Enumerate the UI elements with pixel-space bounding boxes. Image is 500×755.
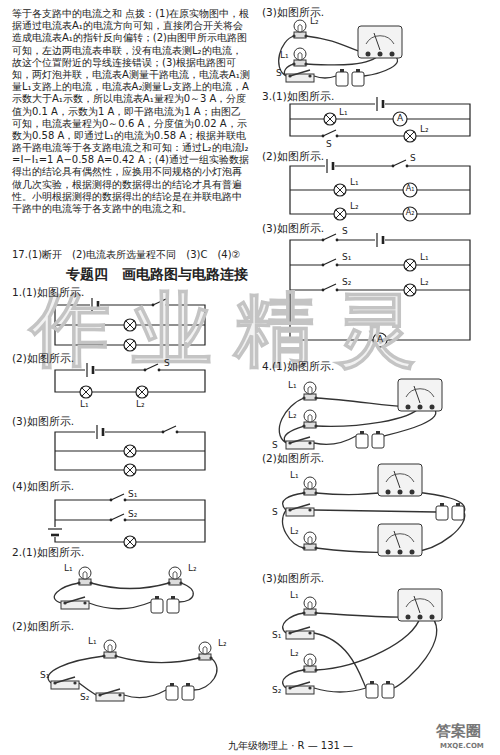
lamp-label: L₂ — [218, 638, 227, 649]
site-url: MXQE.COM — [440, 742, 484, 750]
switch-label: S₂ — [128, 509, 137, 520]
switch-label: S — [164, 358, 170, 369]
item-heading: (3)如图所示. — [262, 572, 324, 585]
switch-label: S₁ — [40, 670, 49, 681]
item-heading: (2)如图所示. — [262, 452, 324, 465]
switch-label: S₂ — [272, 685, 281, 696]
lamp-label: L₂ — [310, 16, 319, 27]
switch-label: S₂ — [342, 277, 351, 288]
lamp-label: L₁ — [288, 380, 297, 391]
lamp-label: L₂ — [188, 563, 197, 574]
lamp-label: L₂ — [290, 526, 299, 537]
lamp-label: L₁ — [88, 636, 97, 647]
meter-letter: A — [393, 113, 407, 124]
section-title: 专题四 画电路图与电路连接 — [66, 266, 248, 283]
switch-label: S — [326, 139, 332, 150]
switch-label: S — [272, 507, 278, 518]
item-heading: (3)如图所示. — [262, 222, 324, 235]
item-heading: (3)如图所示. — [12, 415, 74, 428]
switch-label: S — [276, 68, 282, 79]
item-heading: 1.(1)如图所示. — [12, 286, 84, 299]
lamp-label: L₁ — [420, 252, 429, 263]
lamp-label: L₂ — [136, 399, 145, 410]
switch-label: S₁ — [128, 489, 137, 500]
item-heading: 3.(1)如图所示. — [262, 90, 334, 103]
item-heading: (4)如图所示. — [12, 480, 74, 493]
site-logo: 答案圈 — [436, 722, 481, 740]
lamp-label: L₂ — [420, 124, 429, 135]
item-heading: (2)如图所示. — [262, 150, 324, 163]
watermark: 作业精灵 — [30, 282, 438, 378]
item-heading: 4.(1)如图所示. — [262, 360, 334, 373]
meter-letter: A₂ — [403, 208, 417, 218]
lamp-label: L₂ — [288, 410, 297, 421]
switch-label: S — [410, 153, 416, 164]
meter-letter: A — [373, 334, 387, 345]
lamp-label: L₁ — [280, 50, 289, 61]
switch-label: S₁ — [342, 252, 351, 263]
switch-label: S₁ — [272, 630, 281, 641]
lamp-label: L₁ — [350, 177, 359, 188]
switch-label: S₂ — [80, 692, 89, 703]
page-footer: 九年级物理上 · R — 131 — — [228, 740, 353, 752]
item-heading: (2)如图所示. — [12, 620, 74, 633]
switch-label: S — [342, 226, 348, 237]
meter-letter: A₁ — [403, 184, 417, 194]
item-heading: 2.(1)如图所示. — [12, 546, 84, 559]
lamp-label: L₁ — [290, 590, 299, 601]
answer-text: 17.(1)断开 (2)电流表所选量程不同 (3)C (4)② — [12, 249, 241, 261]
lamp-label: L₁ — [339, 107, 348, 118]
item-heading: (2)如图所示. — [12, 352, 74, 365]
lamp-label: L₂ — [420, 277, 429, 288]
lamp-label: L₁ — [64, 563, 73, 574]
lamp-label: L₁ — [80, 399, 89, 410]
lamp-label: L₂ — [350, 201, 359, 212]
lamp-label: L₂ — [290, 648, 299, 659]
switch-label: S — [272, 440, 278, 451]
answer-text: 等于各支路中的电流之和 点拨：(1)在原实物图中，根据通过电流表A₁的电流方向可… — [12, 8, 250, 215]
lamp-label: L₁ — [290, 470, 299, 481]
